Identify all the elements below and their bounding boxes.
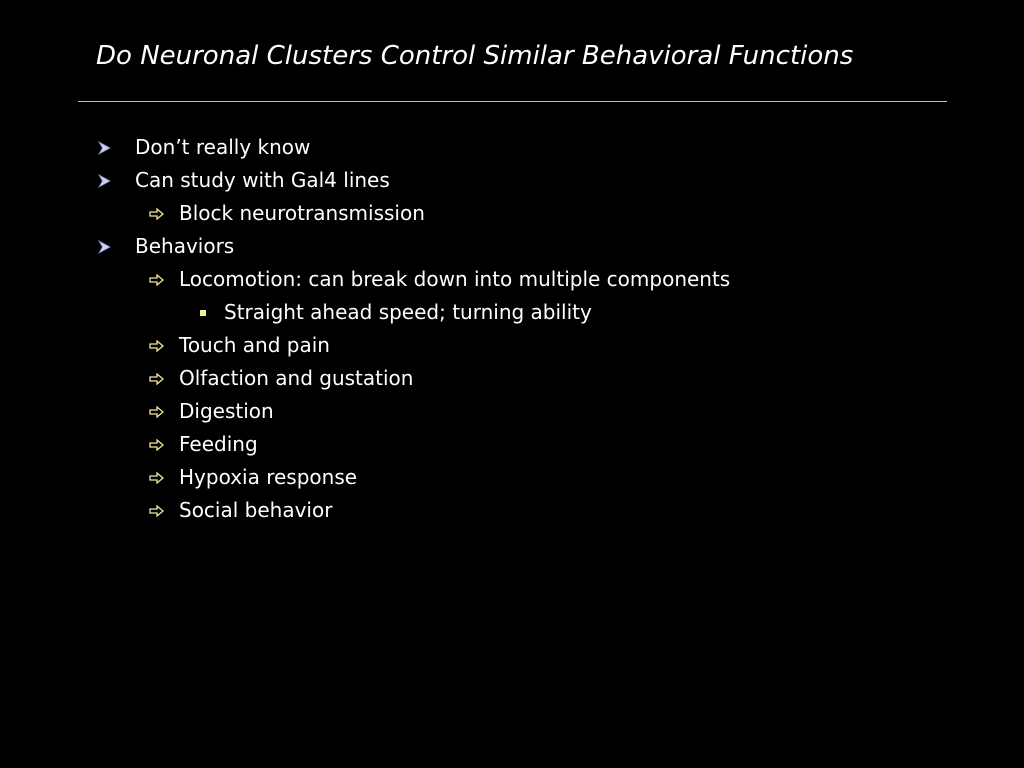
bullet-text: Straight ahead speed; turning ability xyxy=(224,300,592,324)
arrowhead-bullet-icon xyxy=(97,131,111,164)
outline-arrow-bullet-icon xyxy=(148,329,164,362)
bullet-text: Don’t really know xyxy=(135,135,311,159)
bullet-text: Touch and pain xyxy=(179,333,330,357)
list-item: Olfaction and gustation xyxy=(0,362,1024,395)
outline-arrow-bullet-icon xyxy=(148,395,164,428)
list-item: Straight ahead speed; turning ability xyxy=(0,296,1024,329)
list-item: Block neurotransmission xyxy=(0,197,1024,230)
list-item: Don’t really know xyxy=(0,131,1024,164)
bullet-text: Hypoxia response xyxy=(179,465,358,489)
outline-arrow-bullet-icon xyxy=(148,197,164,230)
square-bullet-icon xyxy=(198,296,208,329)
outline-arrow-bullet-icon xyxy=(148,461,164,494)
outline-arrow-bullet-icon xyxy=(148,428,164,461)
bullet-text: Behaviors xyxy=(135,234,235,258)
list-item: Locomotion: can break down into multiple… xyxy=(0,263,1024,296)
list-item: Touch and pain xyxy=(0,329,1024,362)
list-item: Hypoxia response xyxy=(0,461,1024,494)
outline-arrow-bullet-icon xyxy=(148,362,164,395)
list-item: Digestion xyxy=(0,395,1024,428)
slide-title: Do Neuronal Clusters Control Similar Beh… xyxy=(96,41,854,71)
bullet-text: Feeding xyxy=(179,432,258,456)
arrowhead-bullet-icon xyxy=(97,164,111,197)
bullet-text: Locomotion: can break down into multiple… xyxy=(179,267,731,291)
bullet-text: Olfaction and gustation xyxy=(179,366,414,390)
title-divider xyxy=(78,101,947,102)
outline-arrow-bullet-icon xyxy=(148,263,164,296)
bullet-text: Block neurotransmission xyxy=(179,201,425,225)
bullet-text: Digestion xyxy=(179,399,274,423)
list-item: Feeding xyxy=(0,428,1024,461)
list-item: Can study with Gal4 lines xyxy=(0,164,1024,197)
list-item: Behaviors xyxy=(0,230,1024,263)
arrowhead-bullet-icon xyxy=(97,230,111,263)
bullet-text: Can study with Gal4 lines xyxy=(135,168,390,192)
outline-arrow-bullet-icon xyxy=(148,494,164,527)
bullet-text: Social behavior xyxy=(179,498,333,522)
list-item: Social behavior xyxy=(0,494,1024,527)
bullet-list: Don’t really know Can study with Gal4 li… xyxy=(0,131,1024,527)
